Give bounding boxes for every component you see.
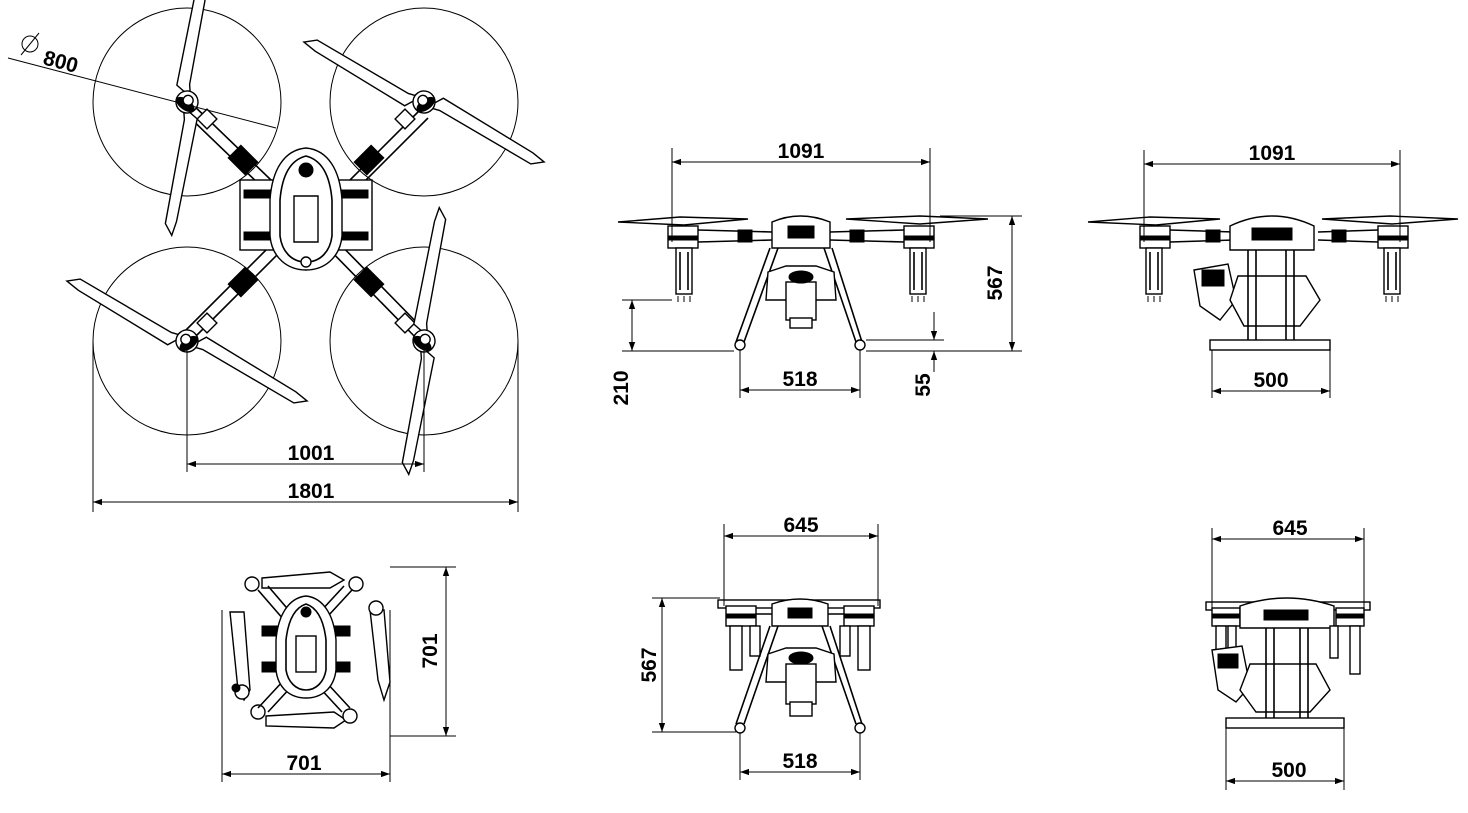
front-skid-width-label: 518	[782, 368, 817, 391]
side-view: 1091 500	[1087, 142, 1459, 398]
front-height-label: 567	[984, 265, 1007, 300]
folded-front-skid-label: 518	[782, 750, 817, 773]
diameter-leader	[7, 57, 277, 129]
folded-top-view: 701 701	[221, 566, 456, 782]
diameter-symbol	[20, 32, 40, 56]
front-arm-span-label: 1091	[778, 140, 825, 163]
folded-side-view: 645 500	[1205, 517, 1371, 790]
folded-front-height-label: 567	[638, 647, 661, 682]
rotor-spacing-label: 1001	[288, 442, 335, 465]
rotor-disc-front-left	[92, 7, 282, 197]
side-arm-span-label: 1091	[1249, 142, 1296, 165]
folded-side-width-label: 645	[1272, 517, 1307, 540]
top-view: 800 1001 1801	[7, 0, 545, 512]
folded-side-skid-label: 500	[1271, 759, 1306, 782]
folded-width-label: 701	[286, 752, 321, 775]
folded-front-view: 645 567 518	[638, 514, 881, 780]
foot-offset-label: 55	[912, 373, 935, 397]
ground-clearance-label: 210	[610, 370, 633, 405]
front-view: 1091 567 210 55 518	[610, 140, 1022, 406]
side-skid-width-label: 500	[1253, 369, 1288, 392]
folded-height-label: 701	[419, 633, 442, 668]
overall-width-label: 1801	[288, 480, 335, 503]
rotor-diameter-label: 800	[41, 47, 81, 78]
fuselage	[239, 147, 373, 271]
folded-front-width-label: 645	[783, 514, 818, 537]
rotor-disc-front-right	[329, 7, 519, 197]
